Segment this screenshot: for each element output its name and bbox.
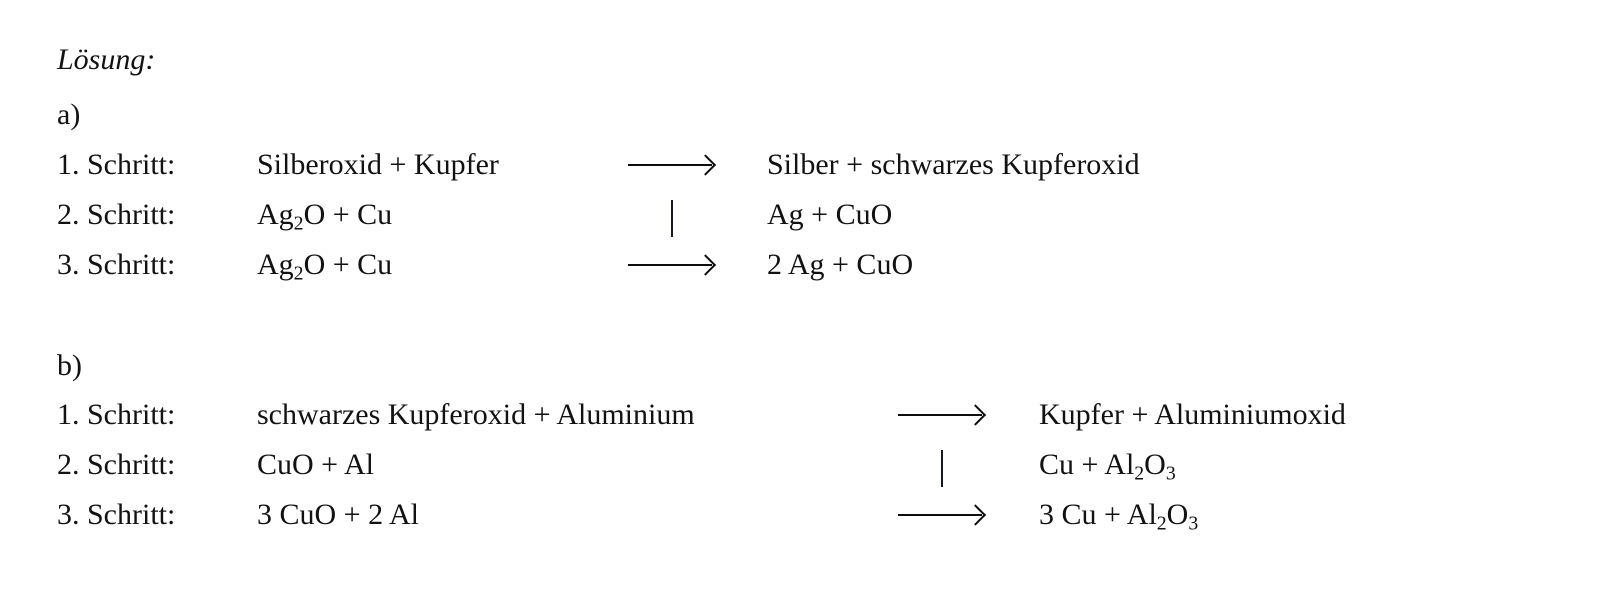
products-subscript-1: 2 [1134,462,1145,485]
step-label: 3. Schritt: [57,498,176,531]
products: Ag + CuO [767,198,893,231]
reactants: Silberoxid + Kupfer [257,148,499,181]
step-label: 1. Schritt: [57,398,176,431]
products-prefix: 3 Cu + Al [1039,498,1157,531]
reactants-prefix: Ag [257,248,294,281]
products: 3 Cu + Al2O3 [1039,498,1199,535]
step-label: 3. Schritt: [57,248,176,281]
products-subscript-2: 3 [1165,462,1176,485]
section-label-b: b) [57,349,82,382]
section-label-a: a) [57,98,81,131]
vertical-bar-icon [671,200,673,237]
vertical-bar-icon [941,450,943,487]
right-arrow-icon [628,164,712,166]
reactants: schwarzes Kupferoxid + Aluminium [257,398,695,431]
reactants-suffix: O + Cu [303,248,393,281]
reaction-connector [628,198,718,237]
reactants: Ag2O + Cu [257,248,393,285]
reactants: CuO + Al [257,448,374,481]
reactants-suffix: O + Cu [303,198,393,231]
products-subscript-1: 2 [1156,512,1167,535]
step-label: 2. Schritt: [57,448,176,481]
solution-heading: Lösung: [57,43,156,76]
reactants: Ag2O + Cu [257,198,393,235]
right-arrow-icon [628,264,712,266]
reaction-connector [628,148,718,182]
products: 2 Ag + CuO [767,248,914,281]
products-prefix: Cu + Al [1039,448,1135,481]
reaction-connector [628,248,718,282]
products-subscript-2: 3 [1188,512,1199,535]
step-label: 1. Schritt: [57,148,176,181]
products: Kupfer + Aluminiumoxid [1039,398,1346,431]
reactants: 3 CuO + 2 Al [257,498,419,531]
reaction-connector [898,498,988,532]
reactants-prefix: Ag [257,198,294,231]
reactants-subscript: 2 [293,262,304,285]
reaction-connector [898,398,988,432]
right-arrow-icon [898,514,982,516]
products-mid: O [1144,448,1166,481]
reaction-connector [898,448,988,487]
right-arrow-icon [898,414,982,416]
products-mid: O [1166,498,1189,531]
step-label: 2. Schritt: [57,198,176,231]
products: Cu + Al2O3 [1039,448,1176,485]
reactants-subscript: 2 [293,212,304,235]
products: Silber + schwarzes Kupferoxid [767,148,1140,181]
